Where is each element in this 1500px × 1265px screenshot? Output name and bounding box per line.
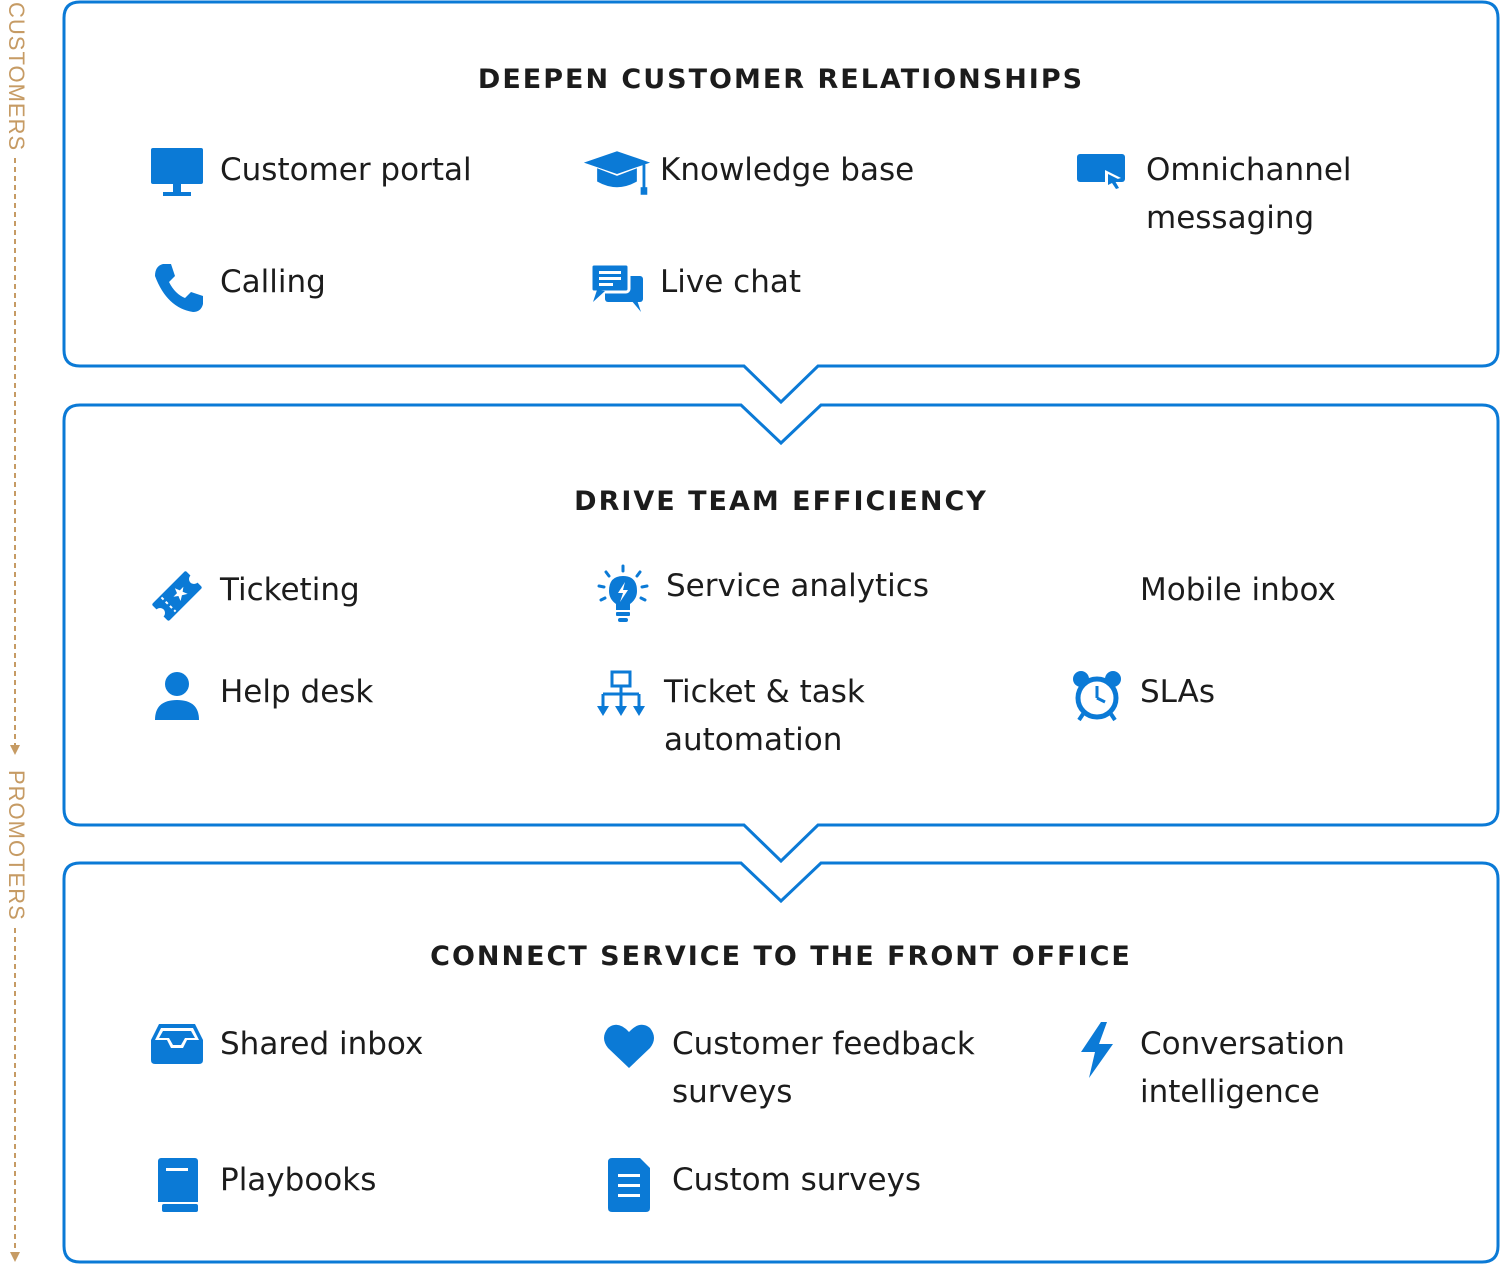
feature-label: Customer feedback surveys xyxy=(672,1020,975,1116)
alarm-clock-icon xyxy=(1062,670,1132,730)
feature-custom-surveys: Custom surveys xyxy=(594,1158,921,1218)
feature-label: Ticket & task automation xyxy=(664,668,865,764)
axis-arrow-bottom xyxy=(10,1252,20,1262)
book-icon xyxy=(142,1158,212,1218)
section-title-front-office: CONNECT SERVICE TO THE FRONT OFFICE xyxy=(430,941,1132,972)
monitor-icon xyxy=(142,148,212,208)
inbox-tray-icon xyxy=(142,1022,212,1082)
feature-help-desk: Help desk xyxy=(142,670,373,730)
feature-conversation-intelligence: Conversation intelligence xyxy=(1062,1022,1345,1116)
feature-label: Conversation intelligence xyxy=(1140,1020,1345,1116)
feature-playbooks: Playbooks xyxy=(142,1158,376,1218)
feature-label: Customer portal xyxy=(220,152,472,188)
section-box-3 xyxy=(62,861,1500,1264)
feature-label-line-2: messaging xyxy=(1146,200,1315,236)
feature-label: Omnichannel messaging xyxy=(1146,146,1352,242)
ticket-icon xyxy=(142,568,212,628)
feature-label-line-1: Ticket & task xyxy=(664,674,865,710)
feature-calling: Calling xyxy=(142,260,326,320)
section-box-1 xyxy=(62,0,1500,405)
feature-label-line-1: Omnichannel xyxy=(1146,152,1352,188)
feature-ticket-task-automation: Ticket & task automation xyxy=(586,670,865,764)
feature-ticketing: Ticketing xyxy=(142,568,360,628)
feature-label-line-2: surveys xyxy=(672,1074,793,1110)
feature-label: Custom surveys xyxy=(672,1162,922,1198)
axis-label-customers: CUSTOMERS xyxy=(4,2,29,152)
axis-arrow-top xyxy=(10,745,20,755)
feature-label-line-1: Customer feedback xyxy=(672,1026,975,1062)
feature-shared-inbox: Shared inbox xyxy=(142,1022,423,1082)
section-box-2 xyxy=(62,403,1500,864)
graduation-cap-icon xyxy=(582,148,652,208)
phone-icon xyxy=(142,260,212,320)
feature-label: Help desk xyxy=(220,674,374,710)
cursor-message-icon xyxy=(1068,148,1138,208)
feature-knowledge-base: Knowledge base xyxy=(582,148,914,208)
heart-icon xyxy=(594,1022,664,1082)
lightbulb-icon xyxy=(588,564,658,624)
feature-customer-portal: Customer portal xyxy=(142,148,472,208)
feature-label: Mobile inbox xyxy=(1140,572,1336,608)
feature-label: Knowledge base xyxy=(660,152,915,188)
feature-live-chat: Live chat xyxy=(582,260,801,320)
document-icon xyxy=(594,1158,664,1218)
feature-label-line-2: intelligence xyxy=(1140,1074,1320,1110)
feature-label: SLAs xyxy=(1140,674,1216,710)
axis-label-promoters: PROMOTERS xyxy=(4,770,29,921)
feature-customer-feedback-surveys: Customer feedback surveys xyxy=(594,1022,975,1116)
feature-label: Ticketing xyxy=(220,572,360,608)
feature-label: Service analytics xyxy=(666,568,929,604)
workflow-icon xyxy=(586,670,656,730)
lightning-icon xyxy=(1062,1022,1132,1082)
person-icon xyxy=(142,670,212,730)
feature-label-line-2: automation xyxy=(664,722,843,758)
feature-label: Playbooks xyxy=(220,1162,377,1198)
section-title-efficiency: DRIVE TEAM EFFICIENCY xyxy=(574,486,988,517)
feature-label: Live chat xyxy=(660,264,801,300)
section-title-deepen: DEEPEN CUSTOMER RELATIONSHIPS xyxy=(477,64,1085,95)
feature-service-analytics: Service analytics xyxy=(588,564,929,624)
feature-label: Calling xyxy=(220,264,326,300)
feature-label: Shared inbox xyxy=(220,1026,424,1062)
feature-label-line-1: Conversation xyxy=(1140,1026,1345,1062)
icon-placeholder xyxy=(1062,568,1132,628)
feature-omnichannel-messaging: Omnichannel messaging xyxy=(1068,148,1352,242)
chat-bubbles-icon xyxy=(582,260,652,320)
feature-slas: SLAs xyxy=(1062,670,1215,730)
feature-mobile-inbox: Mobile inbox xyxy=(1062,568,1336,628)
